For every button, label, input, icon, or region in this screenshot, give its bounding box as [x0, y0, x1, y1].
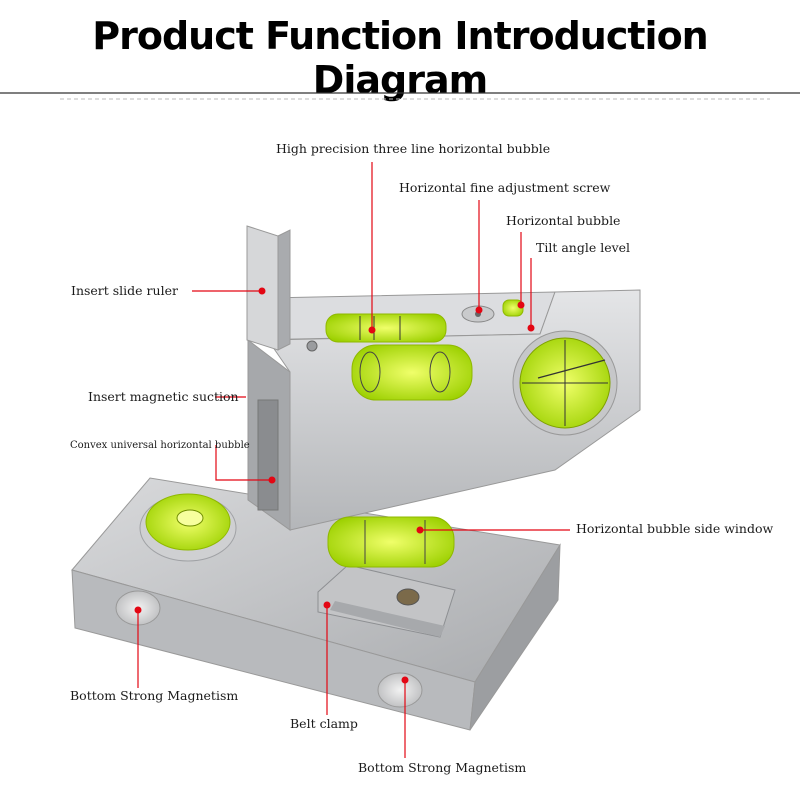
front-vial: [351, 344, 473, 401]
label-side-window: Horizontal bubble side window: [576, 521, 773, 536]
label-bottom-magnetism-left: Bottom Strong Magnetism: [70, 688, 238, 703]
label-insert-slide-ruler: Insert slide ruler: [71, 283, 178, 298]
label-three-line-bubble: High precision three line horizontal bub…: [276, 141, 550, 156]
top-three-line-vial: [325, 313, 447, 343]
label-belt-clamp: Belt clamp: [290, 716, 358, 731]
label-bottom-magnetism-right: Bottom Strong Magnetism: [358, 760, 526, 775]
label-convex-bubble: Convex universal horizontal bubble: [70, 440, 250, 451]
label-fine-adjust-screw: Horizontal fine adjustment screw: [399, 180, 611, 195]
page-title: Product Function Introduction Diagram: [92, 14, 708, 102]
tilt-dial: [512, 330, 618, 436]
label-insert-magnetic-suction: Insert magnetic suction: [88, 389, 239, 404]
front-screw: [306, 340, 318, 352]
convex-bubble: [139, 493, 237, 562]
callout-dots: [134, 287, 535, 684]
label-horizontal-bubble: Horizontal bubble: [506, 213, 620, 228]
side-window-vial: [327, 516, 455, 568]
label-tilt-angle-level: Tilt angle level: [536, 240, 630, 255]
slide-ruler: [246, 225, 291, 351]
callout-lines: [137, 162, 570, 758]
magnetic-slot: [257, 399, 279, 511]
magnet-right: [377, 672, 423, 708]
belt-clamp-shape: [317, 564, 456, 638]
